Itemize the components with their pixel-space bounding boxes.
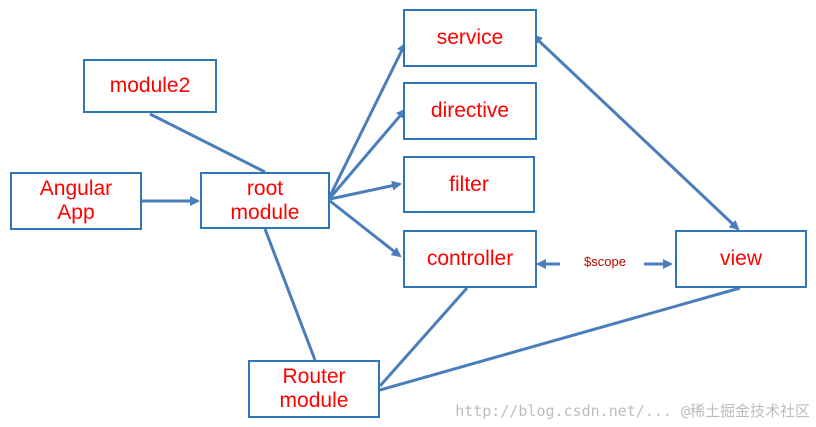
arrow-service-view bbox=[532, 34, 740, 231]
edge-module2-root bbox=[149, 112, 266, 174]
arrow-root-service bbox=[328, 42, 407, 197]
node-router-module-label: Router module bbox=[279, 365, 349, 412]
edge-router-controller bbox=[378, 287, 469, 387]
node-filter-label: filter bbox=[449, 172, 489, 196]
node-view: view bbox=[675, 230, 807, 288]
arrow-root-controller bbox=[329, 199, 402, 258]
edge-label-scope: $scope bbox=[584, 254, 626, 269]
node-angular-app-label: Angular App bbox=[39, 177, 113, 224]
node-filter: filter bbox=[403, 156, 535, 213]
node-service: service bbox=[403, 9, 537, 67]
edge-router-view bbox=[379, 286, 741, 392]
node-root-module-label: root module bbox=[230, 176, 300, 224]
node-controller-label: controller bbox=[426, 247, 514, 270]
node-angular-app: Angular App bbox=[10, 172, 142, 230]
node-module2-label: module2 bbox=[109, 74, 191, 97]
node-module2: module2 bbox=[83, 59, 217, 113]
node-root-module: root module bbox=[200, 172, 330, 229]
arrow-root-directive bbox=[328, 108, 407, 199]
node-router-module: Router module bbox=[248, 360, 380, 418]
node-controller: controller bbox=[403, 230, 537, 288]
node-directive-label: directive bbox=[430, 99, 510, 122]
arrow-root-filter bbox=[329, 180, 402, 201]
edge-root-router bbox=[263, 228, 317, 361]
node-view-label: view bbox=[719, 247, 762, 270]
node-service-label: service bbox=[436, 26, 504, 49]
watermark: http://blog.csdn.net/... @稀土掘金技术社区 bbox=[455, 402, 810, 420]
node-directive: directive bbox=[403, 82, 537, 140]
